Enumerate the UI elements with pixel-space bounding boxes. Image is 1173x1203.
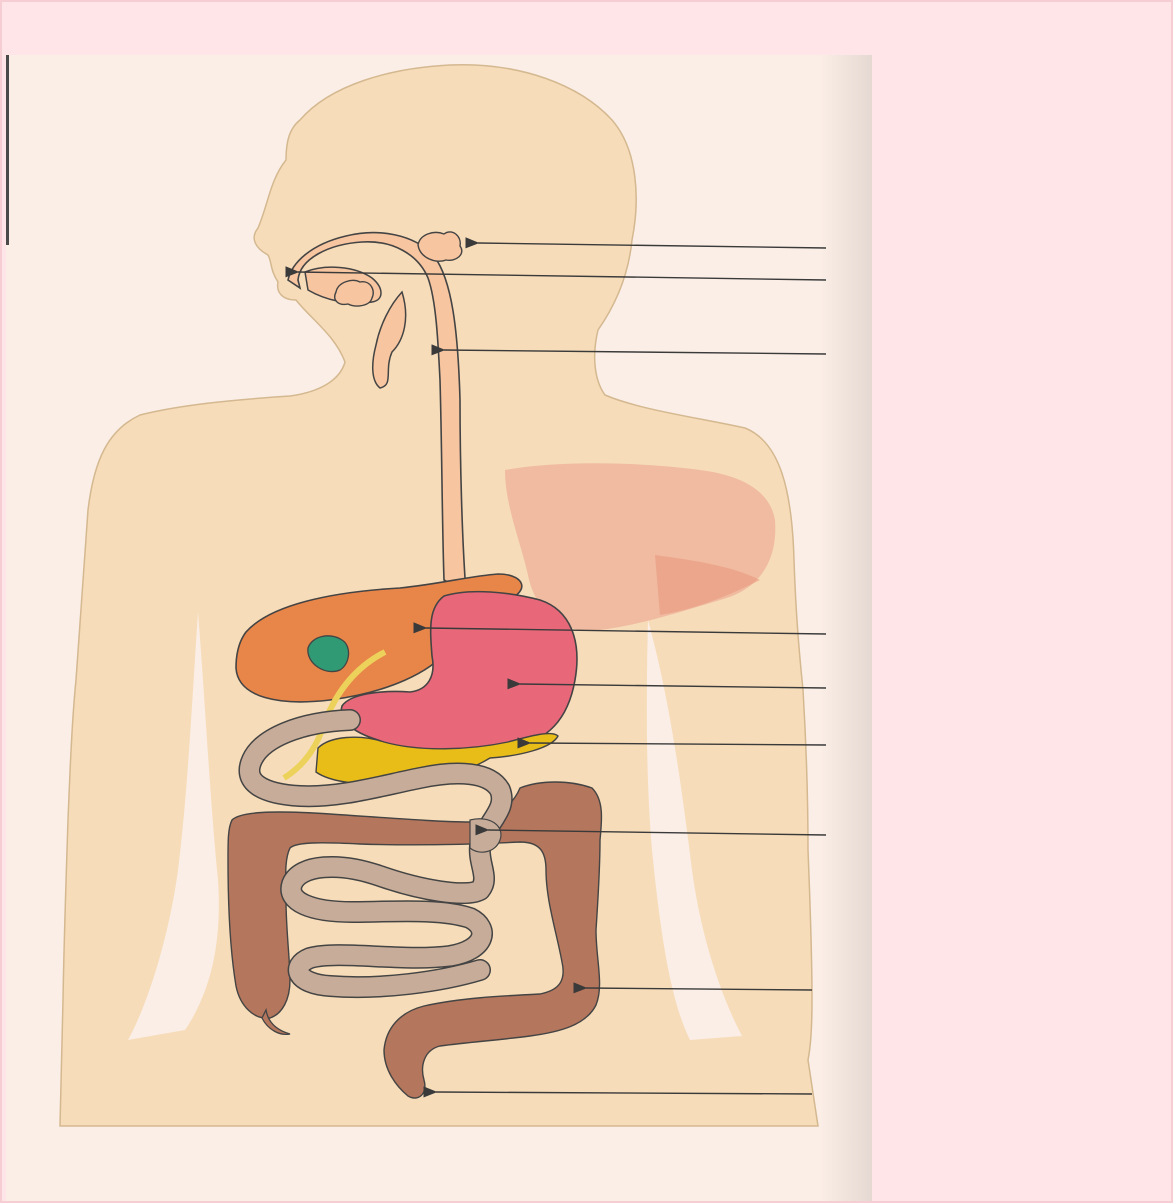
ileocecal-junction — [470, 819, 501, 852]
salivary-gland-icon — [418, 232, 462, 261]
salivary-gland-icon — [335, 280, 374, 306]
